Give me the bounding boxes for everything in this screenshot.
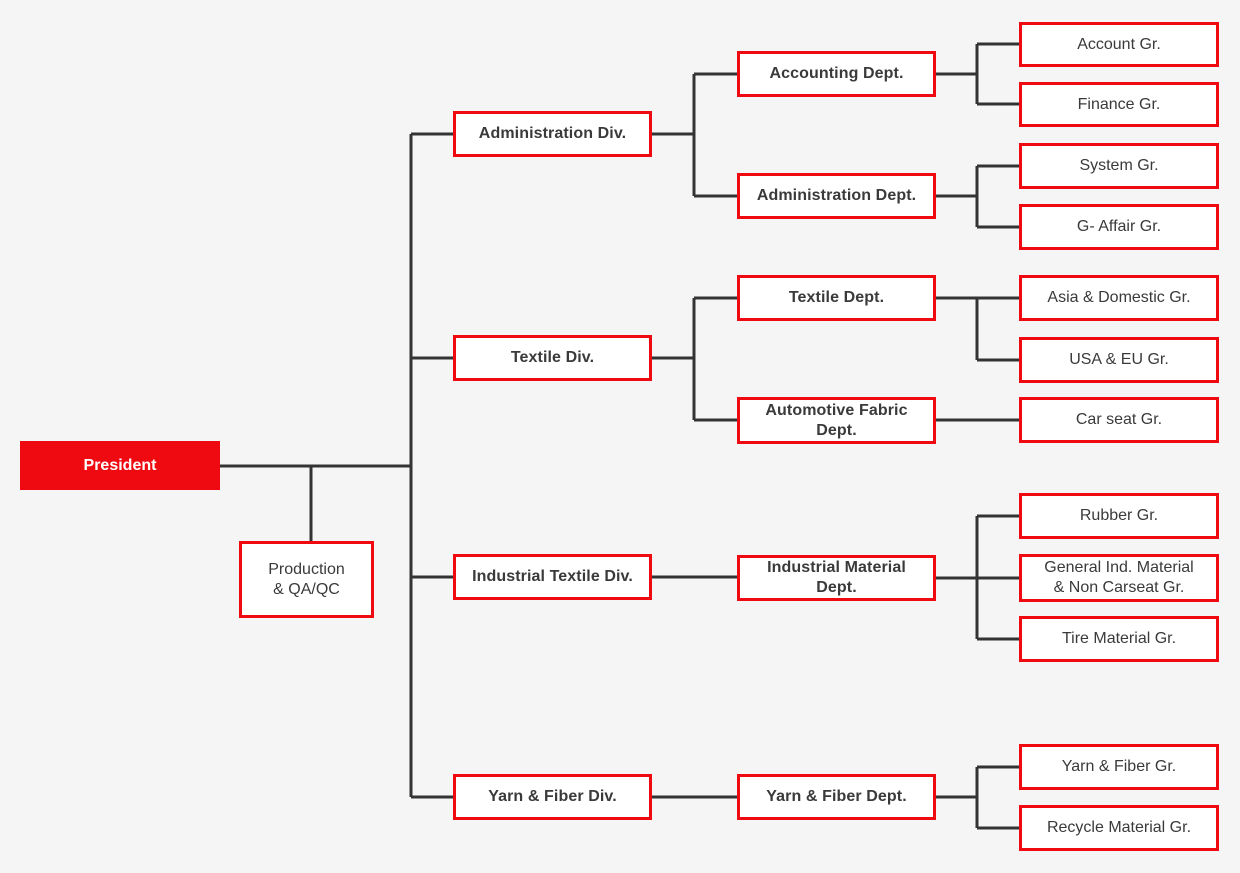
node-administration-div: Administration Div.: [453, 111, 652, 157]
node-yarn-fiber-gr: Yarn & Fiber Gr.: [1019, 744, 1219, 790]
node-textile-dept: Textile Dept.: [737, 275, 936, 321]
node-rubber-gr: Rubber Gr.: [1019, 493, 1219, 539]
node-yarn-fiber-dept: Yarn & Fiber Dept.: [737, 774, 936, 820]
node-accounting-dept: Accounting Dept.: [737, 51, 936, 97]
node-asia-domestic-gr: Asia & Domestic Gr.: [1019, 275, 1219, 321]
node-car-seat-gr: Car seat Gr.: [1019, 397, 1219, 443]
node-finance-gr: Finance Gr.: [1019, 82, 1219, 127]
node-g-affair-gr: G- Affair Gr.: [1019, 204, 1219, 250]
node-administration-dept: Administration Dept.: [737, 173, 936, 219]
node-account-gr: Account Gr.: [1019, 22, 1219, 67]
node-industrial-material-dept: Industrial Material Dept.: [737, 555, 936, 601]
node-president: President: [20, 441, 220, 490]
node-textile-div: Textile Div.: [453, 335, 652, 381]
node-tire-material-gr: Tire Material Gr.: [1019, 616, 1219, 662]
node-general-ind-material-gr: General Ind. Material & Non Carseat Gr.: [1019, 554, 1219, 602]
node-usa-eu-gr: USA & EU Gr.: [1019, 337, 1219, 383]
node-recycle-material-gr: Recycle Material Gr.: [1019, 805, 1219, 851]
node-industrial-textile-div: Industrial Textile Div.: [453, 554, 652, 600]
node-production-qaqc: Production & QA/QC: [239, 541, 374, 618]
node-automotive-fabric-dept: Automotive Fabric Dept.: [737, 397, 936, 444]
node-system-gr: System Gr.: [1019, 143, 1219, 189]
node-yarn-fiber-div: Yarn & Fiber Div.: [453, 774, 652, 820]
